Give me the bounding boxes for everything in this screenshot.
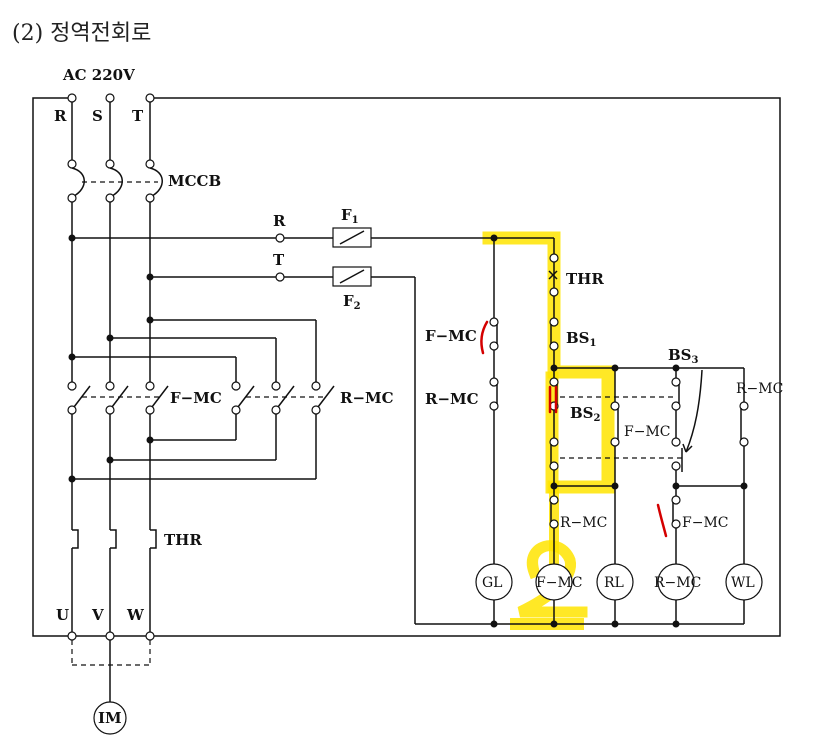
fwd-main-contact-label: F−MC: [170, 389, 222, 407]
gl-rmc-contact-label: R−MC: [425, 390, 479, 408]
supply-lines: [67, 93, 155, 160]
fuse-f2-label: F2: [343, 292, 361, 312]
control-feed: [68, 227, 498, 624]
control-tap-r-label: R: [273, 212, 286, 230]
motor-label: IM: [98, 709, 122, 727]
phase-label-r: R: [54, 107, 67, 125]
wl-lamp-label: WL: [731, 575, 755, 591]
frame: [32, 97, 781, 637]
forward-selfhold-branch: [554, 364, 744, 624]
motor-connection: [71, 640, 151, 735]
thr-control-label: THR: [566, 270, 604, 288]
fmc-coil-label: F−MC: [536, 575, 583, 591]
main-contacts: [67, 381, 335, 530]
rmc-coil-label: R−MC: [654, 575, 701, 591]
bs3-label: BS3: [668, 346, 699, 366]
gl-fmc-contact-label: F−MC: [425, 327, 477, 345]
terminal-v-label: V: [91, 606, 104, 624]
fwd-interlock-label: R−MC: [560, 515, 607, 531]
rev-selfhold-label: R−MC: [736, 381, 783, 397]
bs2-label: BS2: [570, 404, 601, 424]
forward-control-branch: [494, 237, 573, 624]
fuse-f1-label: F1: [341, 206, 359, 226]
rl-lamp-label: RL: [604, 575, 624, 591]
thermal-relay-heater: [67, 529, 157, 641]
phase-label-t: T: [132, 107, 144, 125]
thr-power-label: THR: [164, 531, 202, 549]
button-linkage: [560, 369, 703, 459]
terminal-u-label: U: [56, 606, 69, 624]
terminal-w-label: W: [126, 606, 145, 624]
gl-lamp-label: GL: [482, 575, 502, 591]
mccb-symbol: [67, 159, 163, 382]
control-tap-t-label: T: [273, 251, 285, 269]
red-annotation-marks: [480, 320, 668, 538]
gl-branch: [475, 238, 513, 624]
fwd-selfhold-label: F−MC: [624, 424, 671, 440]
reverse-crossover-wiring: [68, 316, 317, 382]
supply-label: AC 220V: [62, 66, 135, 84]
reverse-selfhold-branch: [676, 368, 763, 624]
rev-main-contact-label: R−MC: [340, 389, 394, 407]
page-title: (2) 정역전회로: [12, 21, 151, 46]
phase-label-s: S: [92, 107, 103, 125]
reverse-control-branch: [657, 368, 695, 624]
bs1-label: BS1: [566, 329, 596, 349]
mccb-label: MCCB: [168, 172, 221, 190]
rev-interlock-label: F−MC: [682, 515, 729, 531]
